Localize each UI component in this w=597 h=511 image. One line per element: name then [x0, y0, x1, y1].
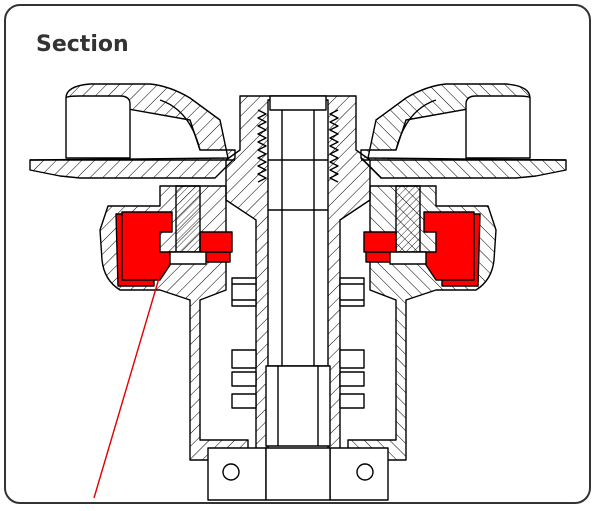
lower-shaft — [265, 365, 331, 447]
right-bolt — [389, 185, 427, 265]
section-title: Section — [36, 32, 129, 57]
left-knob — [29, 83, 236, 179]
right-red-seal — [363, 211, 475, 281]
left-bearings — [231, 277, 257, 409]
left-bolt — [169, 185, 207, 265]
right-knob — [360, 83, 567, 179]
leader-line — [93, 267, 163, 499]
right-bearings — [339, 277, 365, 409]
left-red-seal — [121, 211, 233, 281]
bottom-clevis — [207, 447, 389, 501]
